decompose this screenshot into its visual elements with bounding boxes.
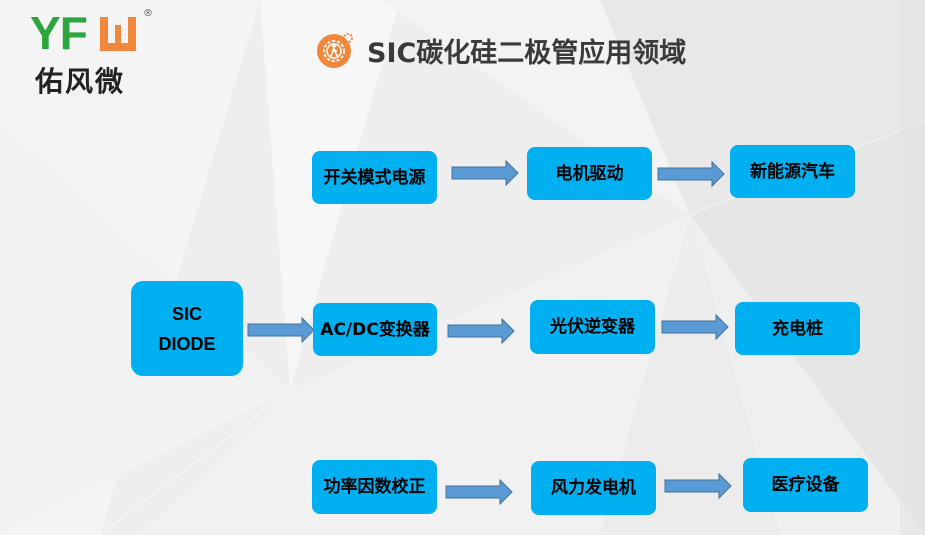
registered-mark: ® xyxy=(143,8,153,19)
node-sic-diode: SIC DIODE xyxy=(131,281,243,376)
arrow-pv-to-charger xyxy=(661,314,729,340)
company-logo: YF ® 佑风微 xyxy=(30,8,160,98)
node-pv-inverter: 光伏逆变器 xyxy=(530,300,655,354)
node-charging-pile: 充电桩 xyxy=(735,302,860,355)
logo-letter-f: F xyxy=(59,7,88,59)
logo-brand-chinese: 佑风微 xyxy=(35,65,126,98)
page-title: SIC碳化硅二极管应用领域 xyxy=(367,38,687,69)
logo-letters: YF xyxy=(30,7,88,59)
node-motor-drive: 电机驱动 xyxy=(527,147,652,200)
arrow-pfc-to-wind xyxy=(445,479,513,505)
node-ac-dc-converter: AC/DC变换器 xyxy=(313,303,437,356)
gear-person-icon xyxy=(317,33,353,68)
node-wind-generator: 风力发电机 xyxy=(531,461,656,515)
arrow-wind-to-medical xyxy=(664,473,732,499)
arrow-motor-to-ev xyxy=(657,161,725,187)
arrow-acdc-to-pv xyxy=(447,318,515,344)
logo-letter-y: Y xyxy=(30,7,61,59)
node-new-energy-vehicle: 新能源汽车 xyxy=(730,145,855,198)
node-power-factor-correction: 功率因数校正 xyxy=(312,460,437,514)
logo-w-mark-icon xyxy=(100,17,136,51)
node-switch-mode-power: 开关模式电源 xyxy=(312,151,437,204)
arrow-sic-to-acdc xyxy=(247,317,315,343)
arrow-smps-to-motor xyxy=(451,160,519,186)
node-medical-equipment: 医疗设备 xyxy=(743,458,868,512)
